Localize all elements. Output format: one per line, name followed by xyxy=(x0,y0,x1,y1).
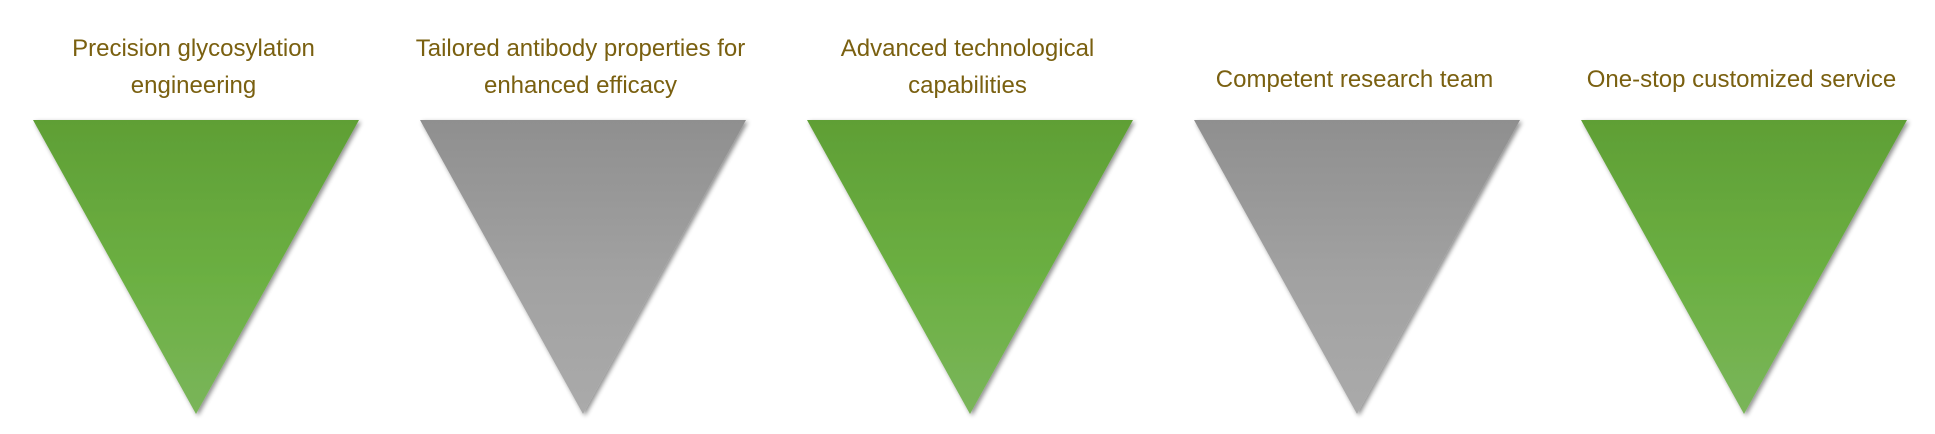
green-triangle-icon xyxy=(33,120,359,414)
feature-item-one-stop-service: One-stop customized service xyxy=(1548,0,1935,434)
feature-label-text: Tailored antibody properties for enhance… xyxy=(415,35,746,99)
feature-item-research-team: Competent research team xyxy=(1161,0,1548,434)
feature-label-text: Precision glycosylation engineering xyxy=(72,35,315,99)
feature-label: Precision glycosylation engineering xyxy=(0,28,387,106)
feature-label: One-stop customized service xyxy=(1548,40,1935,118)
feature-label-text: One-stop customized service xyxy=(1586,65,1897,93)
grey-triangle-icon xyxy=(420,120,746,414)
grey-triangle-icon xyxy=(1194,120,1520,414)
green-triangle-icon xyxy=(1581,120,1907,414)
feature-label-text: Competent research team xyxy=(1215,65,1494,93)
feature-item-antibody-properties: Tailored antibody properties for enhance… xyxy=(387,0,774,434)
feature-label-text: Advanced technological capabilities xyxy=(840,35,1095,99)
feature-item-glycosylation: Precision glycosylation engineering xyxy=(0,0,387,434)
feature-label: Competent research team xyxy=(1161,40,1548,118)
feature-label: Advanced technological capabilities xyxy=(774,28,1161,106)
feature-item-technological-capabilities: Advanced technological capabilities xyxy=(774,0,1161,434)
green-triangle-icon xyxy=(807,120,1133,414)
feature-label: Tailored antibody properties for enhance… xyxy=(387,28,774,106)
